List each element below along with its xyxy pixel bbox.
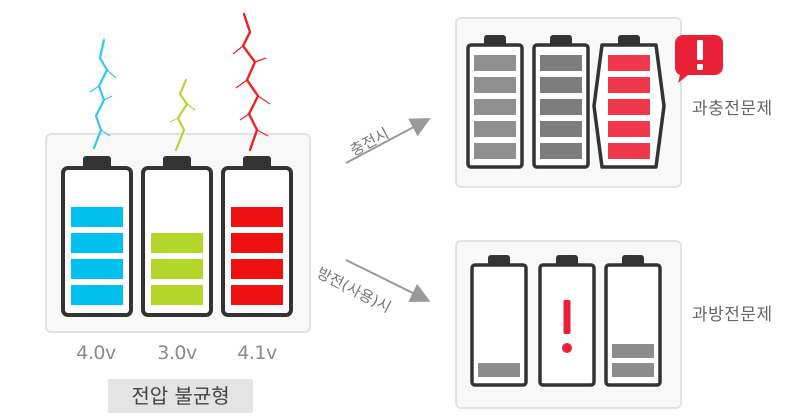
charge-bar [231,285,283,305]
charge-bar [71,259,123,279]
charge-bar [478,363,520,377]
charge-bar [474,143,516,159]
spark-icon [174,78,189,152]
overdischarge-label: 과방전문제 [692,305,773,325]
voltage-label: 4.1v [237,342,277,364]
charge-bar [71,207,123,227]
spark-icon [92,38,109,150]
charge-arrow [345,118,431,164]
charge-bar [540,121,582,137]
charge-bar [71,233,123,253]
overcharge-label: 과충전문제 [692,99,773,119]
charge-bar [612,344,654,358]
charge-bar [151,233,203,253]
charge-bar [231,259,283,279]
spark-icon [232,45,271,137]
charge-bar [540,77,582,93]
charge-bar [151,259,203,279]
voltage-imbalance-caption: 전압 불균형 [108,379,253,413]
exclamation-icon [562,343,572,353]
spark-icons [89,12,271,152]
charge-bar [608,77,650,93]
charge-bar [231,207,283,227]
charge-bar [612,363,654,377]
alert-icon [675,35,723,83]
charge-bar [71,285,123,305]
charge-bar [231,233,283,253]
voltage-label: 4.0v [76,342,116,364]
discharge-arrow [345,259,431,302]
spark-icon [169,103,196,123]
charge-bar [540,99,582,115]
charge-bar [608,121,650,137]
exclamation-icon [563,300,571,334]
charge-bar [474,99,516,115]
charge-bar [151,285,203,305]
charge-bar [608,99,650,115]
voltage-label: 3.0v [157,342,197,364]
charge-bar [608,143,650,159]
charge-bar [540,143,582,159]
spark-icon [89,69,117,137]
charge-bar [474,121,516,137]
battery-cell [470,263,528,387]
charge-bar [608,55,650,71]
charge-bar [474,55,516,71]
charge-bar [474,77,516,93]
charge-bar [540,55,582,71]
